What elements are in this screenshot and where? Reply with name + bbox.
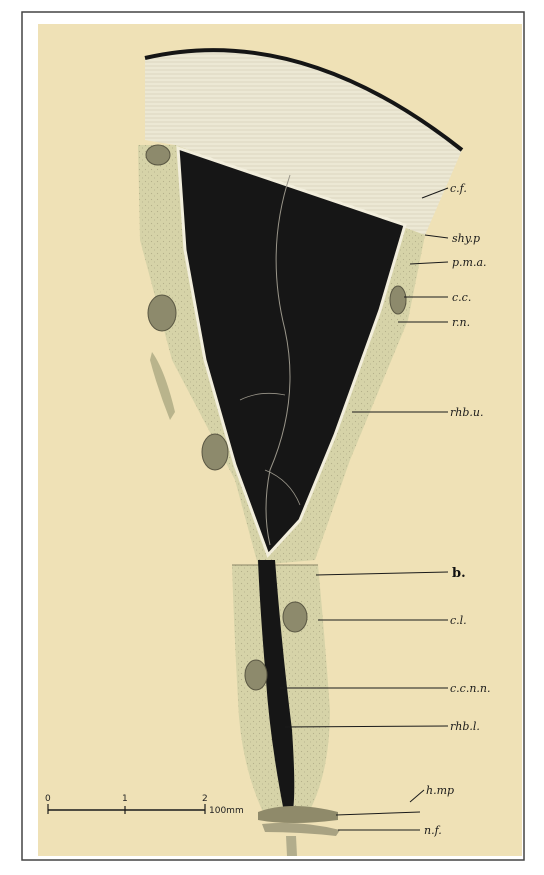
nucleus-lower-right — [283, 602, 307, 632]
label-b: b. — [452, 566, 466, 581]
label-pma: p.m.a. — [452, 256, 487, 269]
label-nf: n.f. — [424, 824, 442, 837]
scale-tick-2: 2 — [202, 794, 208, 804]
scale-tick-1: 1 — [122, 794, 128, 804]
label-hmp: h.mp — [426, 784, 454, 797]
nucleus-upper-left — [148, 295, 176, 331]
label-cf: c.f. — [450, 182, 467, 195]
label-shy: shy.p — [452, 232, 480, 245]
label-rn: r.n. — [452, 316, 470, 329]
label-rhbu: rhb.u. — [450, 406, 483, 419]
scale-unit: 100mm — [209, 806, 244, 816]
nucleus-lower-left — [245, 660, 267, 690]
label-rhbl: rhb.l. — [450, 720, 480, 733]
label-cl: c.l. — [450, 614, 467, 627]
label-ccnn: c.c.n.n. — [450, 682, 490, 695]
scale-tick-0: 0 — [45, 794, 51, 804]
nucleus-top-left — [146, 145, 170, 165]
nucleus-mid-left — [202, 434, 228, 470]
nucleus-right — [390, 286, 406, 314]
nerve-stalk — [286, 836, 297, 856]
label-cc: c.c. — [452, 291, 471, 304]
